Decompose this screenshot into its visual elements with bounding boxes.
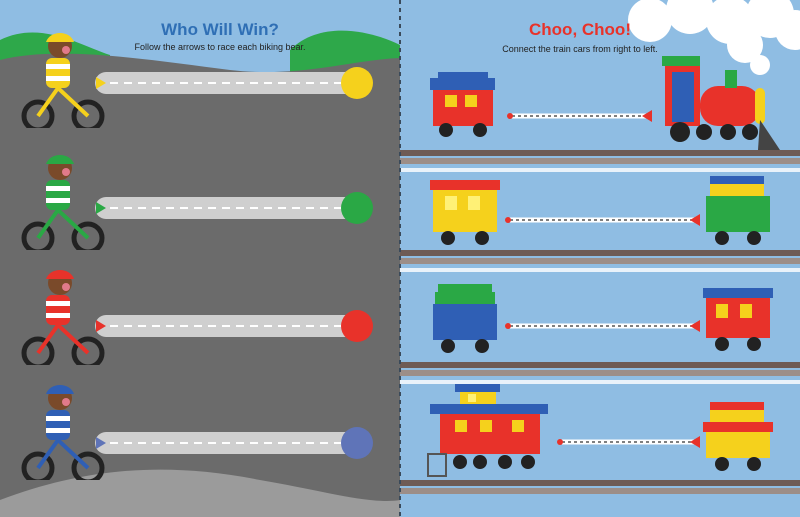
race-road-scene: [0, 30, 400, 517]
left-page: Who Will Win? Follow the arrows to race …: [0, 0, 400, 517]
blue-bear-icon: [21, 385, 105, 480]
row-2-connect-path[interactable]: [505, 214, 700, 226]
track-1: [400, 150, 800, 164]
start-arrow-icon: [96, 202, 106, 214]
race-path-1[interactable]: [0, 0, 400, 517]
right-page: Choo, Choo! Connect the train cars from …: [400, 0, 800, 517]
start-arrow-icon: [96, 437, 106, 449]
caboose-icon: [427, 384, 548, 477]
blue-passenger-car-icon: [433, 284, 497, 353]
yellow-passenger-car-icon: [703, 402, 773, 471]
page-title-right: Choo, Choo!: [529, 20, 631, 39]
page-title: Who Will Win?: [161, 20, 279, 39]
finish-dot-yellow: [341, 67, 373, 99]
row-4-connect-path[interactable]: [557, 436, 700, 448]
start-arrow-icon: [96, 77, 106, 89]
yellow-bear-icon: [21, 33, 105, 128]
steam-cloud-icon: [628, 0, 800, 75]
track-3: [400, 362, 800, 376]
row-3-connect-path[interactable]: [505, 320, 700, 332]
steam-engine-icon: [662, 56, 780, 150]
race-path-4[interactable]: [0, 0, 400, 517]
page-gutter: [399, 0, 401, 517]
green-bear-icon: [21, 155, 105, 250]
red-boxcar-icon: [430, 72, 495, 137]
page-instructions-right: Connect the train cars from right to lef…: [502, 44, 658, 54]
red-bear-icon: [21, 270, 105, 365]
yellow-boxcar-icon: [430, 180, 500, 245]
train-scene: [400, 0, 800, 494]
track-4: [400, 480, 800, 494]
row-1-connect-path[interactable]: [507, 110, 652, 122]
start-arrow-icon: [96, 320, 106, 332]
track-2: [400, 250, 800, 264]
finish-dot-blue: [341, 427, 373, 459]
page-instructions: Follow the arrows to race each biking be…: [134, 42, 306, 52]
race-path-2[interactable]: [0, 0, 400, 517]
race-path-3[interactable]: [0, 0, 400, 517]
green-passenger-car-icon: [706, 176, 770, 245]
finish-dot-green: [341, 192, 373, 224]
finish-dot-red: [341, 310, 373, 342]
red-passenger-car-icon: [703, 288, 773, 351]
